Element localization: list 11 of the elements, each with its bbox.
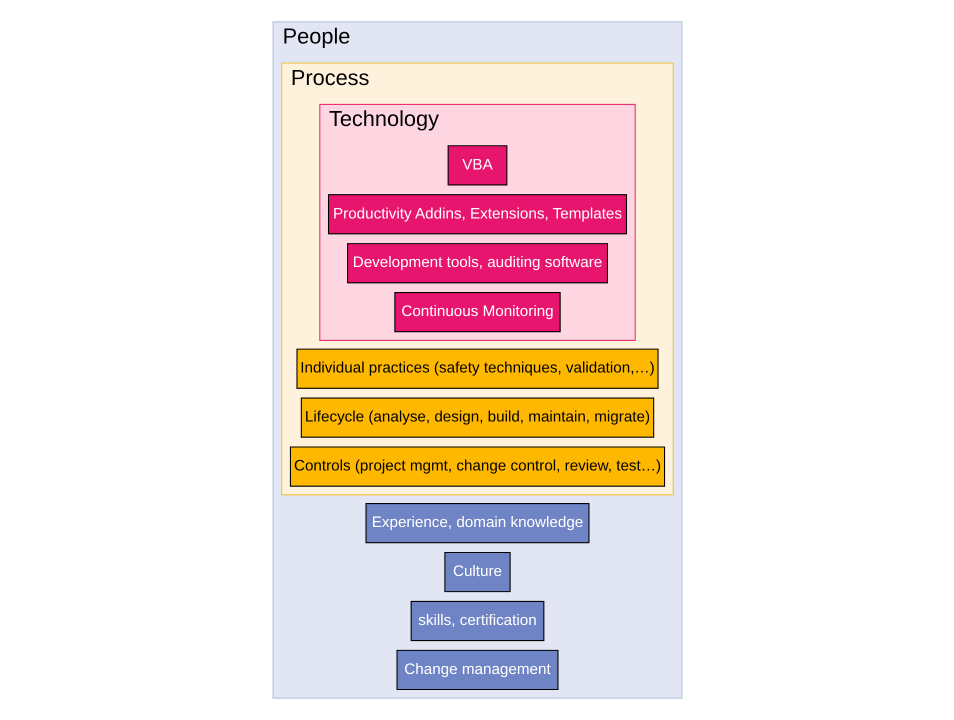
node-box: Productivity Addins, Extensions, Templates: [327, 194, 627, 234]
node-box: VBA: [447, 145, 507, 186]
node-box: Experience, domain knowledge: [364, 503, 590, 544]
node-box: skills, certification: [410, 600, 544, 642]
node-box: Lifecycle (analyse, design, build, maintain, migrate): [300, 398, 654, 438]
node-box: Development tools, auditing software: [346, 243, 608, 284]
node-box: Individual practices (safety techniques, validation,…): [296, 348, 658, 389]
node-box: Culture: [444, 552, 510, 592]
node-box: Change management: [396, 650, 558, 690]
node-box: Continuous Monitoring: [394, 292, 560, 332]
node-box: Controls (project mgmt, change control, review, test…): [289, 446, 665, 487]
